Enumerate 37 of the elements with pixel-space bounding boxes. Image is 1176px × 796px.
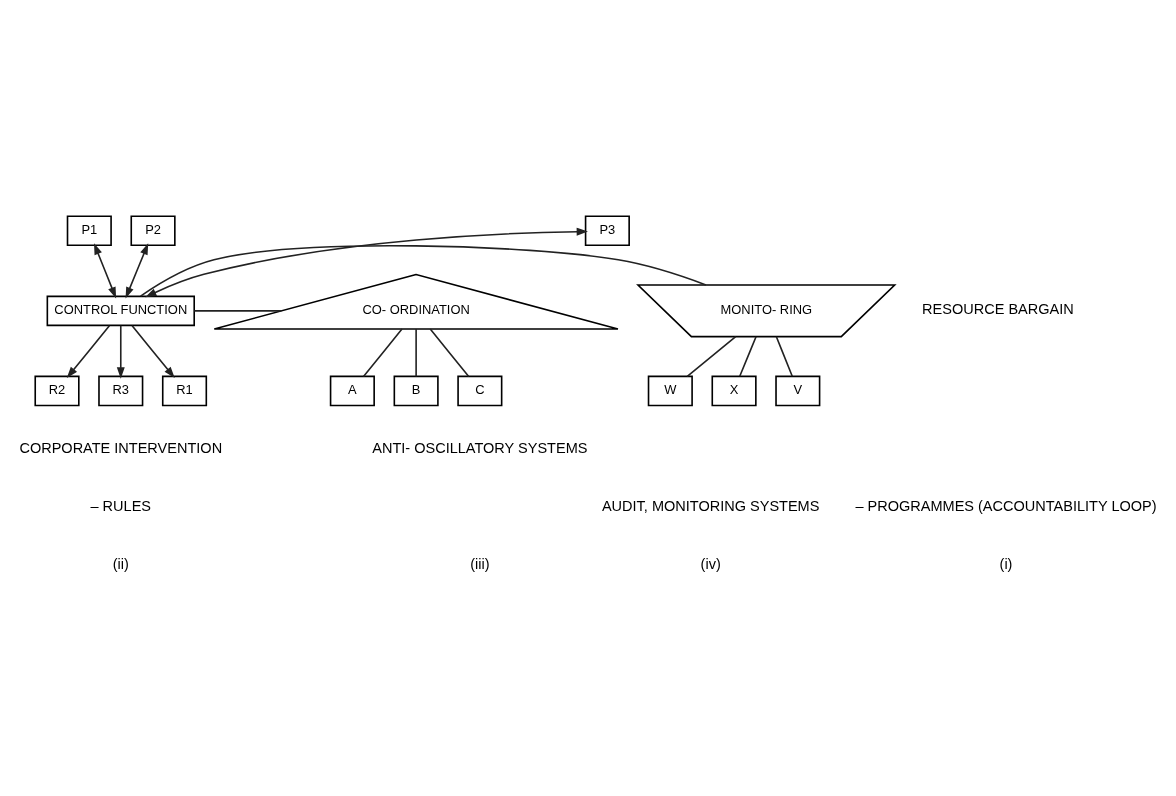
node-box: P1 xyxy=(66,215,112,247)
label: – RULES xyxy=(90,497,152,514)
label: AUDIT, MONITORING SYSTEMS xyxy=(601,497,820,514)
arrow xyxy=(116,324,125,379)
node-box: C xyxy=(457,375,503,407)
label: RESOURCE BARGAIN xyxy=(922,301,1074,318)
arrow xyxy=(94,243,117,299)
node-box: P3 xyxy=(584,215,630,247)
label: (iv) xyxy=(700,555,721,572)
connector xyxy=(738,335,757,378)
node-box: V xyxy=(775,375,821,407)
label: (iii) xyxy=(470,555,490,572)
arrow xyxy=(145,227,588,298)
node-box: X xyxy=(711,375,757,407)
connector xyxy=(775,335,794,378)
label: (i) xyxy=(999,555,1013,572)
node-box: W xyxy=(647,375,693,407)
arrow xyxy=(131,324,175,379)
label: ANTI- OSCILLATORY SYSTEMS xyxy=(372,439,588,456)
connector xyxy=(362,328,403,378)
node-box: R3 xyxy=(98,375,144,407)
label: (ii) xyxy=(112,555,129,572)
node-box: R2 xyxy=(34,375,80,407)
arrow xyxy=(66,324,111,379)
connector xyxy=(139,245,707,297)
node-box: B xyxy=(393,375,439,407)
connector xyxy=(415,328,417,378)
node-box: P2 xyxy=(130,215,176,247)
label: CORPORATE INTERVENTION xyxy=(19,439,223,456)
node-box: CONTROL FUNCTION xyxy=(46,295,195,327)
arrow xyxy=(125,243,149,299)
connector xyxy=(193,310,283,312)
connector xyxy=(429,328,470,378)
label: – PROGRAMMES (ACCOUNTABILITY LOOP) xyxy=(855,497,1157,514)
node-box: A xyxy=(329,375,375,407)
node-box: R1 xyxy=(161,375,208,407)
connector xyxy=(686,335,737,378)
